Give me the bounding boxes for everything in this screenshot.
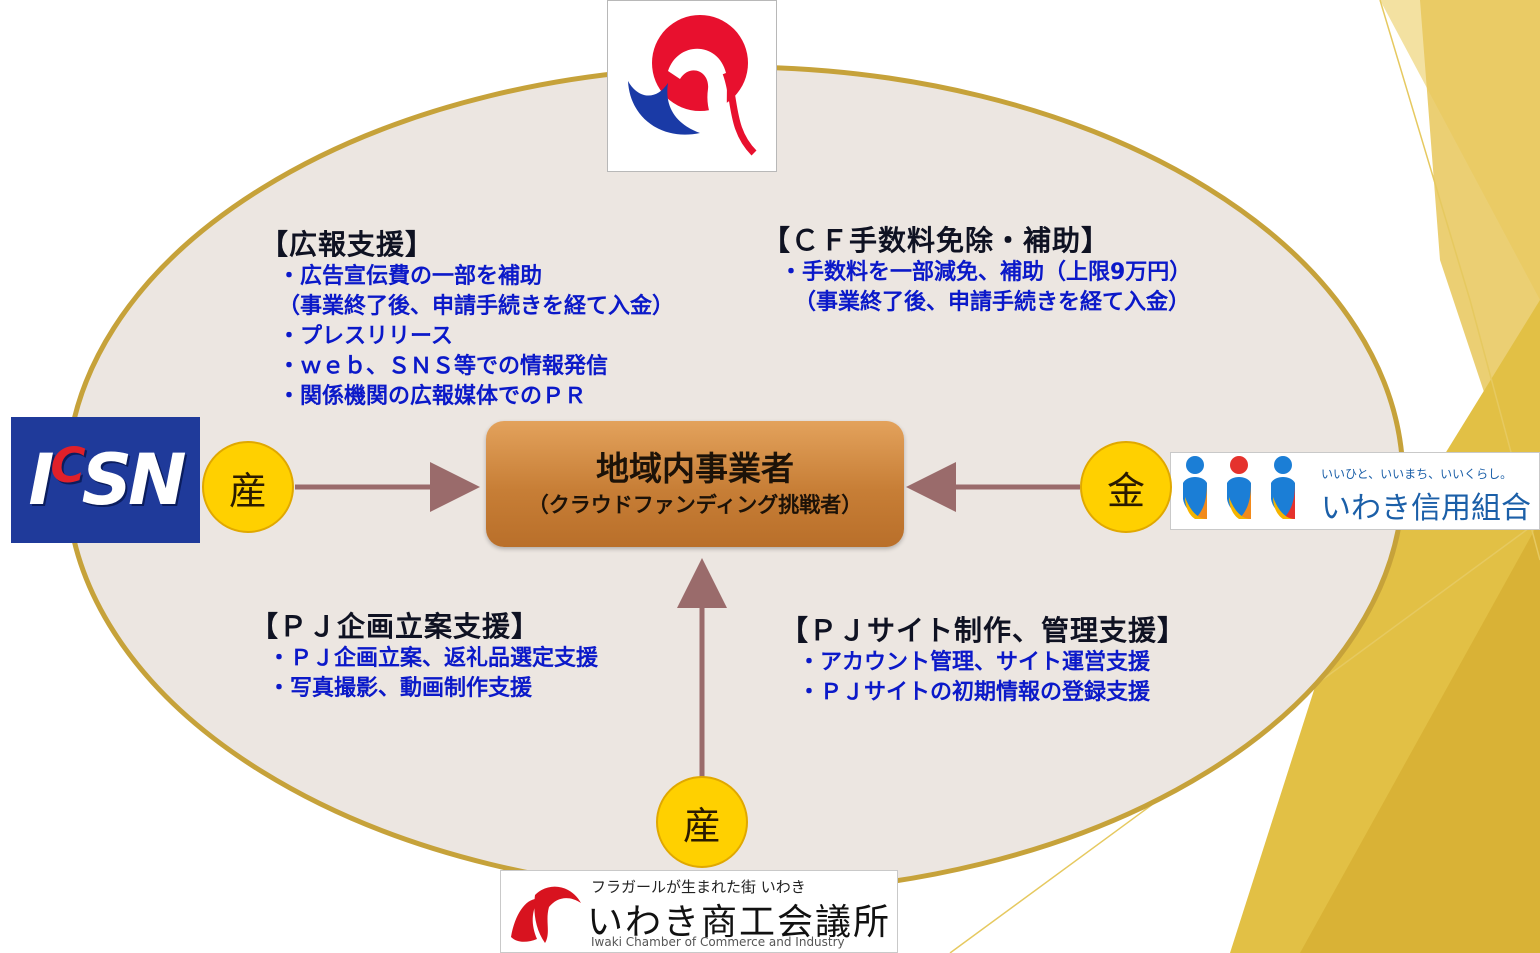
- shinkumi-name: いわき信用組合: [1321, 491, 1531, 526]
- pj-site-section: 【ＰＪサイト制作、管理支援】 ・アカウント管理、サイト運営支援 ・ＰＪサイトの初…: [780, 614, 1186, 708]
- industry-badge-bottom: 産: [656, 776, 748, 868]
- pj-planning-item: ・ＰＪ企画立案、返礼品選定支援: [268, 646, 599, 671]
- pr-support-item: ・関係機関の広報媒体でのＰＲ: [278, 384, 587, 409]
- shinkumi-tagline: いいひと、いいまち、いいくらし。: [1321, 467, 1513, 481]
- icsn-letters-sn: SN: [81, 439, 187, 521]
- cf-fee-title: 【ＣＦ手数料免除・補助】: [762, 224, 1111, 257]
- pj-planning-title: 【ＰＪ企画立案支援】: [250, 610, 541, 643]
- pj-site-title: 【ＰＪサイト制作、管理支援】: [780, 614, 1187, 647]
- pr-support-item: ・プレスリリース: [278, 324, 453, 349]
- decor-line: [1379, 0, 1471, 301]
- pj-site-item: ・ＰＪサイトの初期情報の登録支援: [798, 680, 1151, 705]
- cci-name: いわき商工会議所: [587, 902, 892, 943]
- pj-planning-section: 【ＰＪ企画立案支援】 ・ＰＪ企画立案、返礼品選定支援 ・写真撮影、動画制作支援: [250, 610, 598, 704]
- finance-badge-right: 金: [1080, 441, 1172, 533]
- shinkumi-people-icon: [1183, 456, 1295, 519]
- cci-tagline: フラガールが生まれた街 いわき: [591, 878, 806, 896]
- iwaki-cci-logo: フラガールが生まれた街 いわき いわき商工会議所 Iwaki Chamber o…: [500, 870, 898, 953]
- emblem-icon: [628, 15, 757, 156]
- icsn-letter-i: I: [28, 439, 54, 521]
- pr-support-item: ・ｗｅｂ、ＳＮＳ等での情報発信: [278, 354, 609, 379]
- iwaki-shinkumi-logo: いいひと、いいまち、いいくらし。 いわき信用組合: [1170, 452, 1540, 530]
- industry-badge-left: 産: [202, 441, 294, 533]
- cci-emblem-icon: [511, 886, 581, 943]
- cci-english-name: Iwaki Chamber of Commerce and Industry: [591, 935, 845, 949]
- cf-fee-item: （事業終了後、申請手続きを経て入金）: [794, 290, 1191, 315]
- central-subtitle: （クラウドファンディング挑戦者）: [527, 493, 863, 517]
- pr-support-item: ・広告宣伝費の一部を補助: [278, 264, 543, 289]
- pj-planning-item: ・写真撮影、動画制作支援: [268, 676, 533, 701]
- cf-fee-item: ・手数料を一部減免、補助（上限9万円）: [780, 260, 1192, 285]
- pr-support-section: 【広報支援】 ・広告宣伝費の一部を補助 （事業終了後、申請手続きを経て入金） ・…: [260, 228, 674, 412]
- cf-fee-section: 【ＣＦ手数料免除・補助】 ・手数料を一部減免、補助（上限9万円） （事業終了後、…: [762, 224, 1191, 318]
- pr-support-title: 【広報支援】: [260, 228, 435, 261]
- decor-gold-facet-bottom: [1300, 520, 1540, 953]
- central-business-box: 地域内事業者 （クラウドファンディング挑戦者）: [486, 421, 904, 547]
- top-emblem-logo: [607, 0, 777, 172]
- pj-site-item: ・アカウント管理、サイト運営支援: [798, 650, 1151, 675]
- pr-support-item: （事業終了後、申請手続きを経て入金）: [278, 294, 675, 319]
- central-title: 地域内事業者: [596, 449, 794, 488]
- icsn-letter-c: C: [50, 438, 85, 494]
